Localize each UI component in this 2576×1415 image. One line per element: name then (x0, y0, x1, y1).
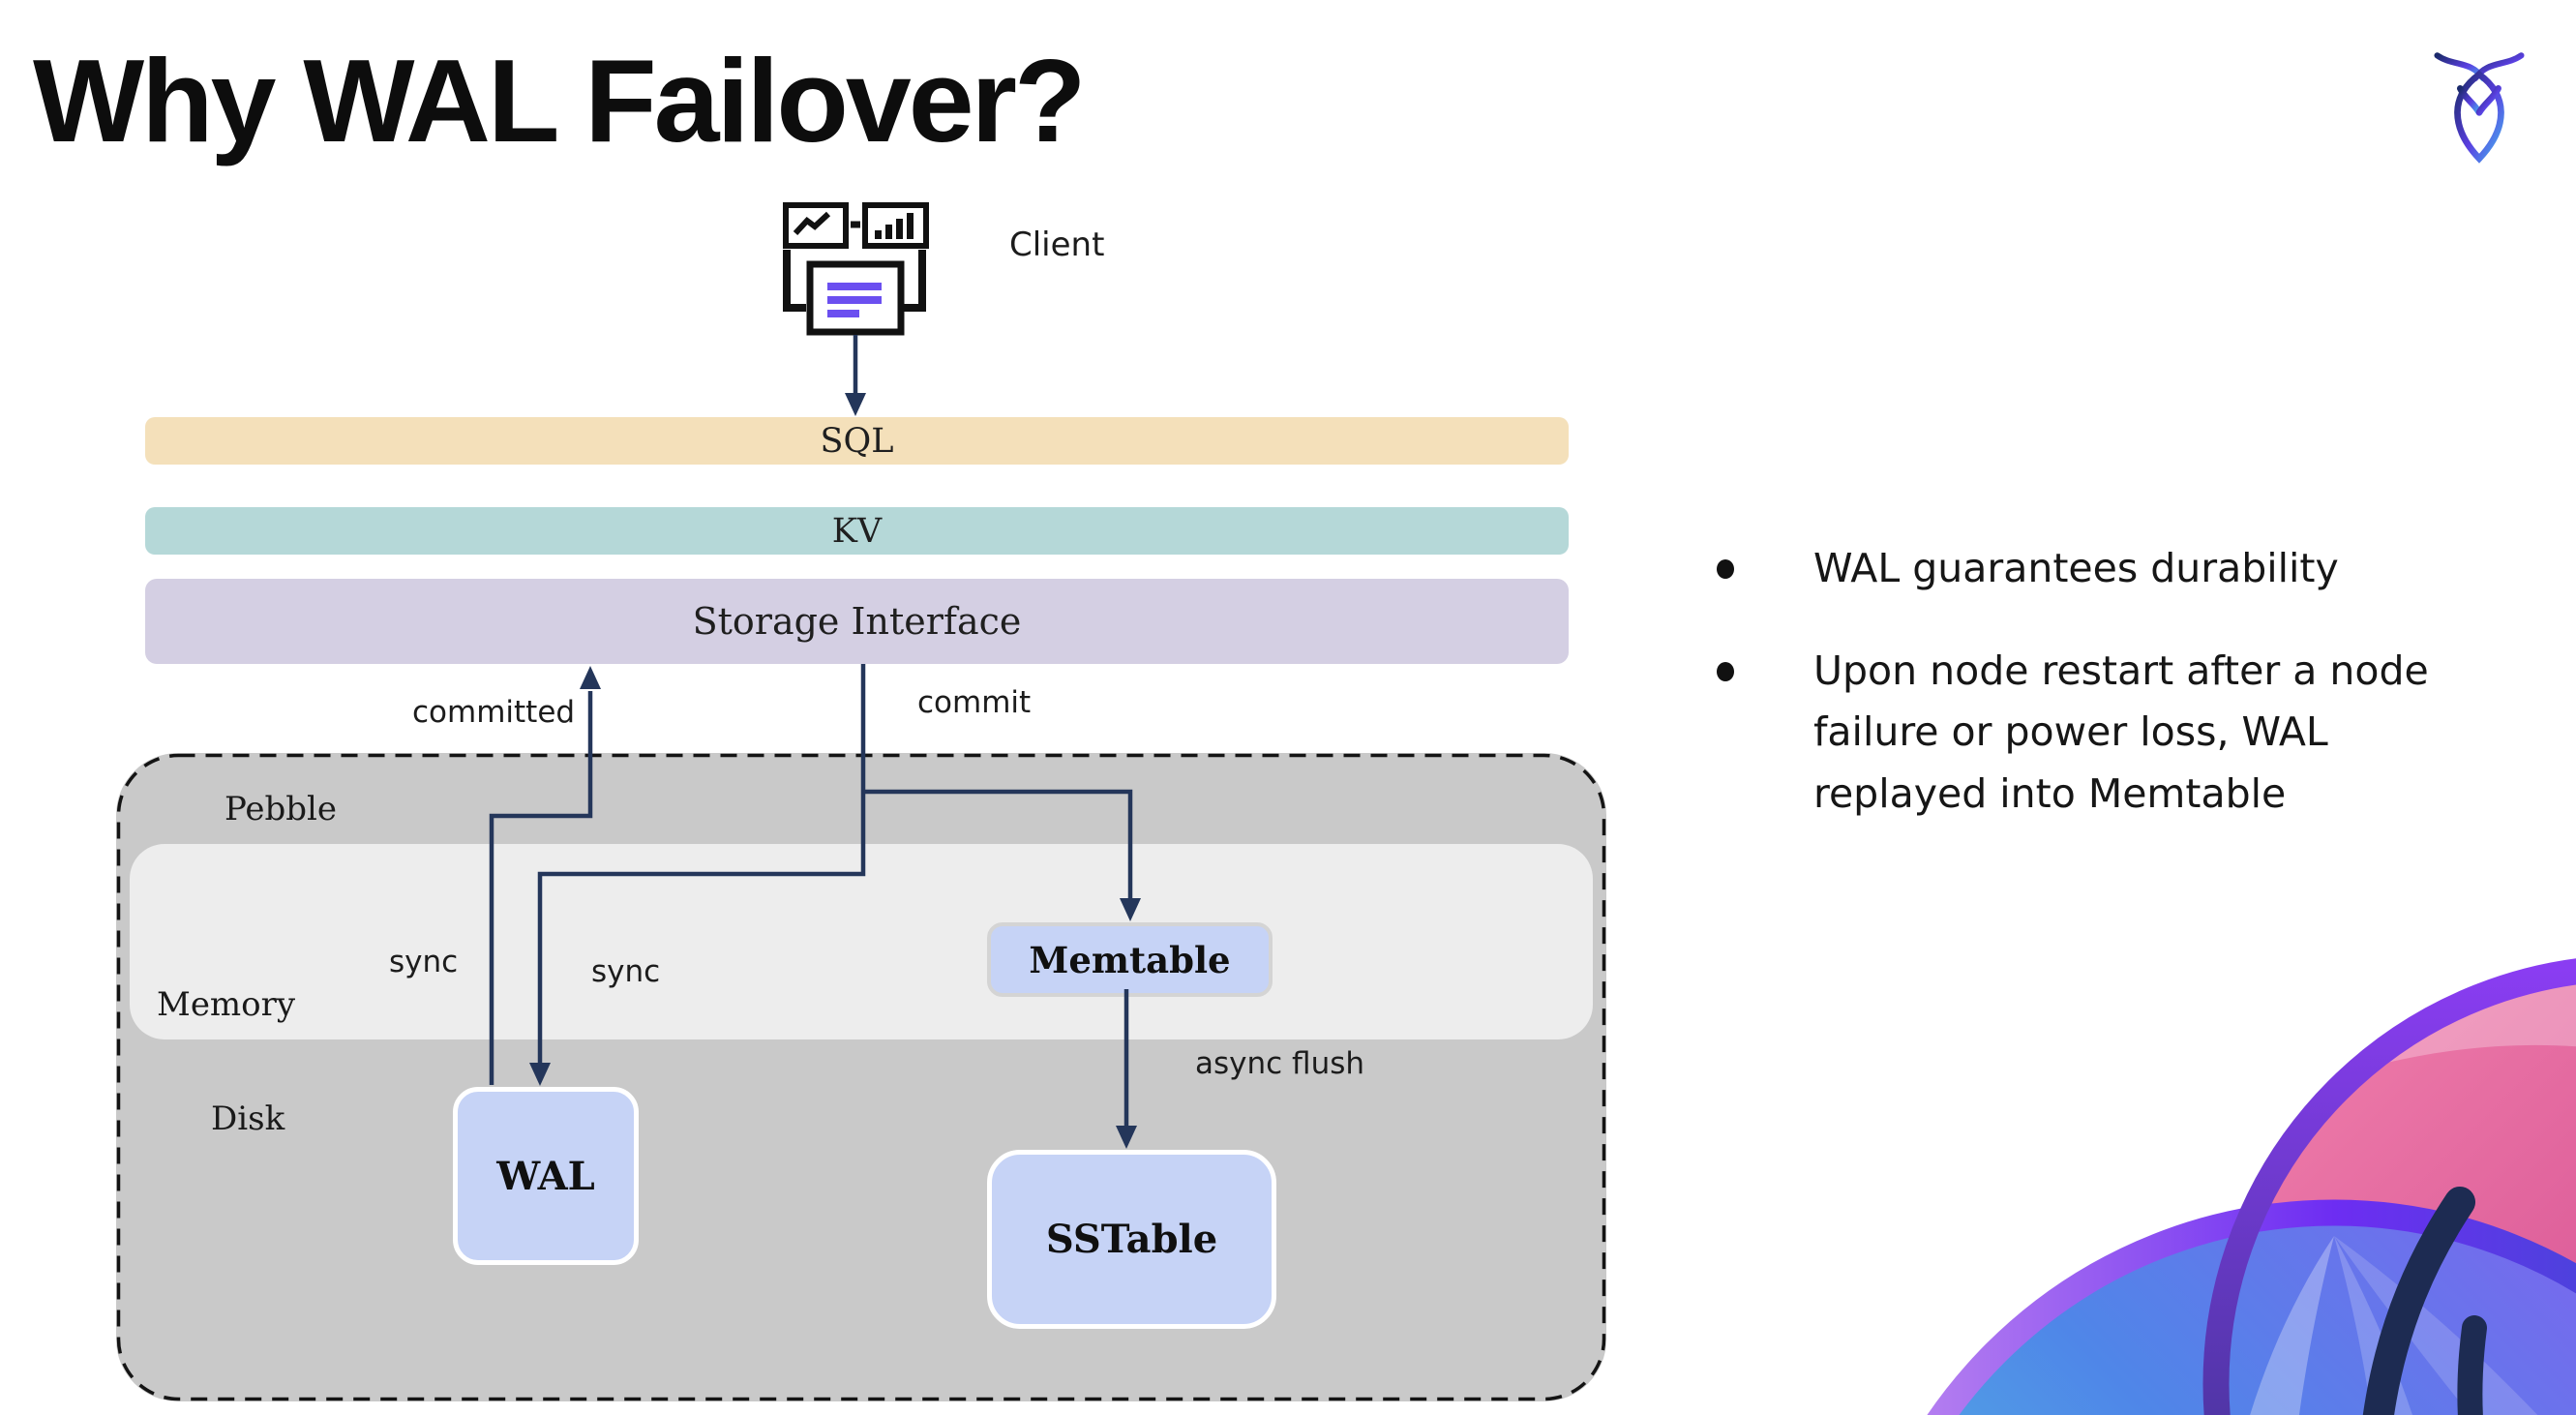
kv-layer-bar: KV (145, 507, 1569, 555)
storage-interface-bar: Storage Interface (145, 579, 1569, 664)
list-item: Upon node restart after a node failure o… (1701, 641, 2452, 826)
edge-label-sync-right: sync (591, 954, 661, 989)
client-label: Client (1009, 226, 1105, 264)
kv-layer-label: KV (831, 511, 883, 551)
decorative-cockroach-artwork (1927, 958, 2576, 1415)
client-app-icon (783, 202, 929, 336)
edge-label-sync-left: sync (389, 945, 459, 979)
cockroachdb-logo-icon (2434, 52, 2525, 164)
memory-label: Memory (157, 985, 296, 1024)
wal-node: WAL (453, 1087, 639, 1265)
disk-label: Disk (211, 1099, 285, 1138)
sql-layer-bar: SQL (145, 417, 1569, 465)
pebble-label: Pebble (225, 790, 337, 828)
sstable-node: SSTable (987, 1150, 1276, 1329)
edge-label-commit: commit (917, 685, 1032, 720)
memory-region (130, 844, 1593, 1039)
page-title: Why WAL Failover? (33, 35, 1087, 166)
wal-node-label: WAL (496, 1153, 595, 1199)
doc-line (827, 283, 882, 290)
bullet-dot-icon (1717, 559, 1734, 579)
edge-label-async-flush: async flush (1195, 1046, 1365, 1081)
bullet-text: WAL guarantees durability (1813, 545, 2339, 591)
edge-label-committed: committed (412, 695, 576, 730)
sql-layer-label: SQL (820, 421, 894, 461)
bullet-list: WAL guarantees durability Upon node rest… (1701, 538, 2533, 865)
sstable-node-label: SSTable (1045, 1217, 1218, 1262)
memtable-node-label: Memtable (1029, 938, 1231, 981)
bullet-text: Upon node restart after a node failure o… (1813, 647, 2429, 817)
storage-interface-label: Storage Interface (692, 600, 1022, 643)
bullet-dot-icon (1717, 661, 1734, 681)
list-item: WAL guarantees durability (1701, 538, 2452, 600)
memtable-node: Memtable (987, 922, 1273, 997)
